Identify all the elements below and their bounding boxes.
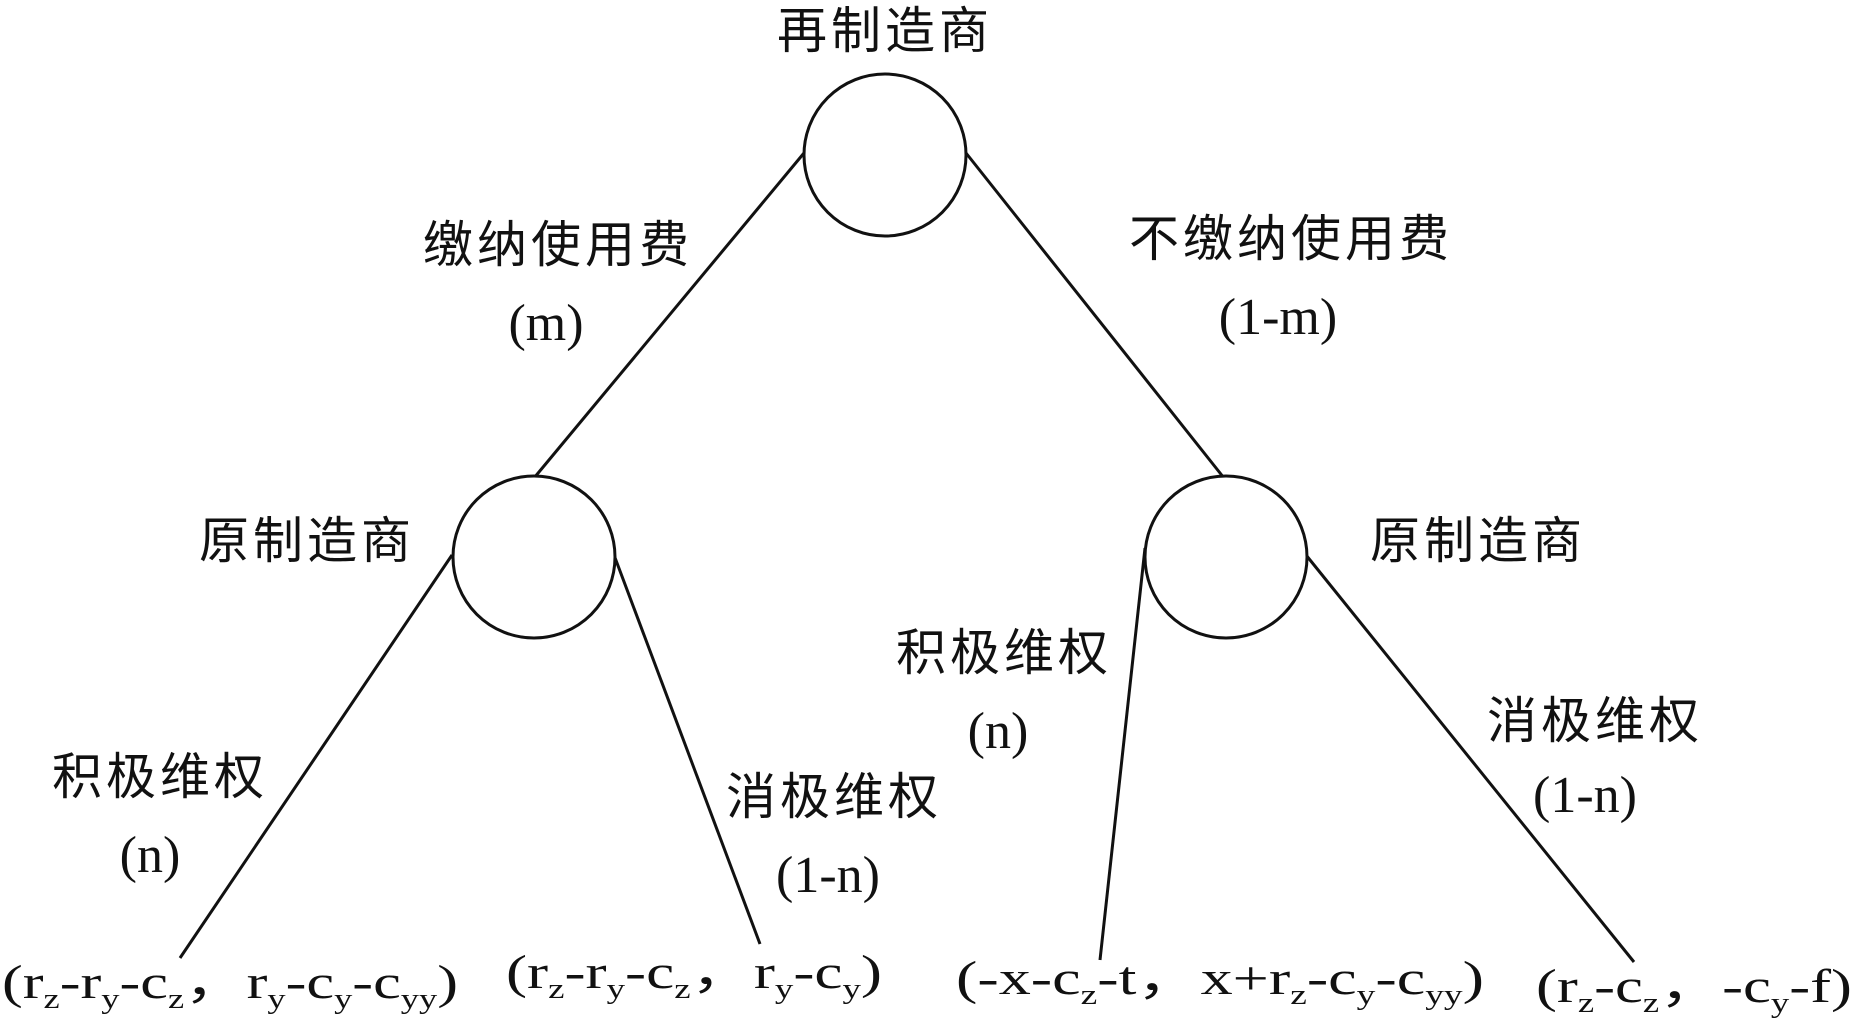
no-fee-prob: (1-m): [1219, 289, 1337, 346]
decision-node-root: [802, 72, 968, 238]
decision-node-right: [1143, 474, 1309, 640]
edge-root-right: [964, 152, 1226, 479]
edge-right-active: [1098, 547, 1147, 961]
right-passive-label: 消极维权: [1487, 692, 1703, 750]
left-passive-label: 消极维权: [726, 768, 942, 826]
edge-right-passive: [1304, 554, 1636, 963]
root-player-label: 再制造商: [777, 2, 993, 60]
left-player-label: 原制造商: [199, 512, 415, 570]
edge-left-passive: [612, 554, 762, 945]
pay-fee-label: 缴纳使用费: [423, 216, 693, 274]
no-fee-label: 不缴纳使用费: [1129, 210, 1453, 268]
edge-root-left: [532, 152, 806, 479]
right-active-label: 积极维权: [896, 624, 1112, 682]
right-player-label: 原制造商: [1370, 512, 1586, 570]
left-active-label: 积极维权: [52, 748, 268, 806]
left-active-prob: (n): [120, 827, 181, 884]
right-passive-prob: (1-n): [1533, 767, 1637, 824]
decision-node-left: [451, 474, 617, 640]
edge-left-active: [178, 554, 454, 959]
right-active-prob: (n): [968, 703, 1029, 760]
pay-fee-prob: (m): [508, 295, 583, 352]
left-passive-prob: (1-n): [776, 847, 880, 904]
